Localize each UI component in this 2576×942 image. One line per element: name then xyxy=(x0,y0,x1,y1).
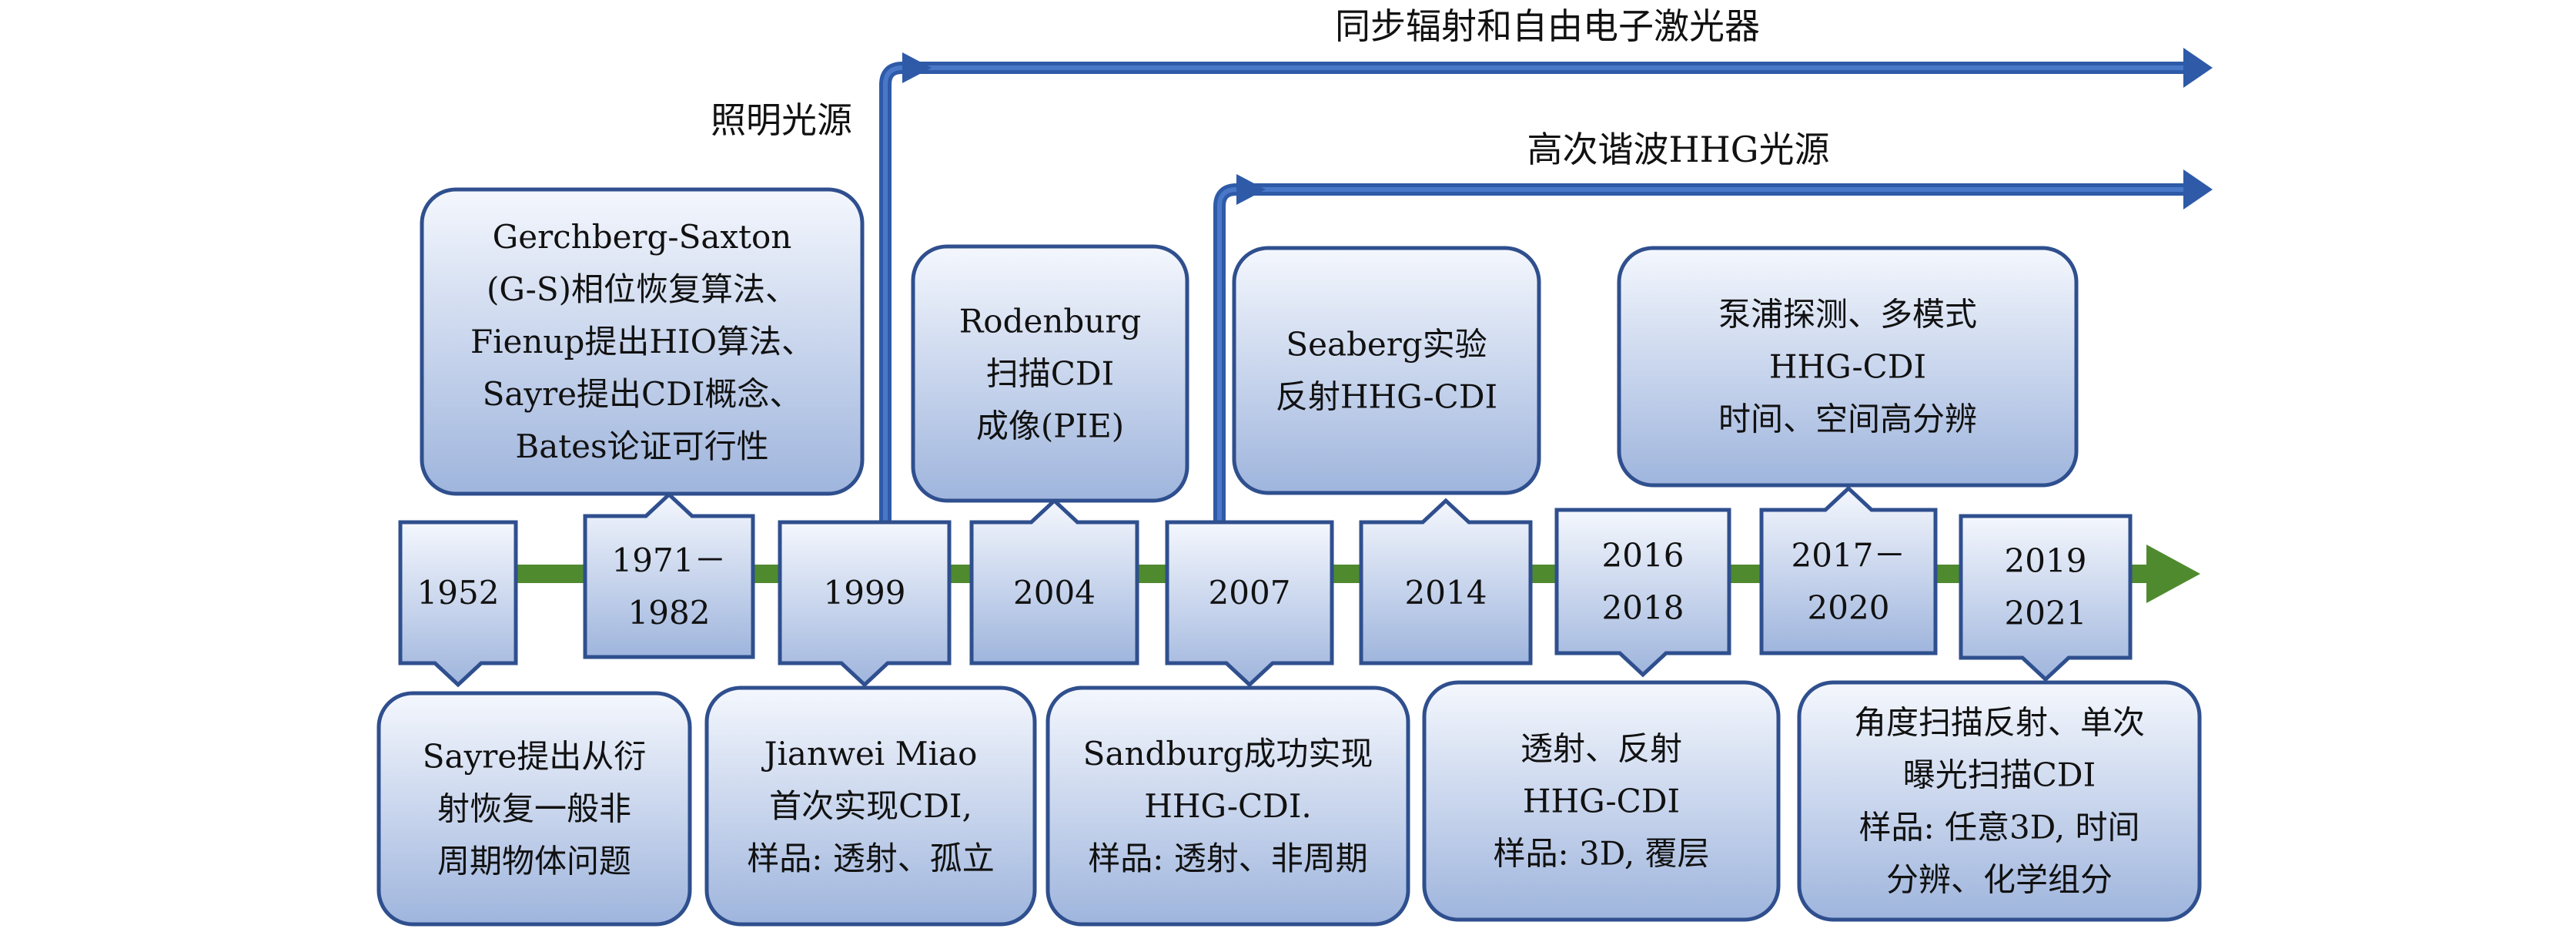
top-event-line: 时间、空间高分辨 xyxy=(1718,401,1977,438)
year-box-shape xyxy=(1165,520,1334,688)
year-box: 1952 xyxy=(398,520,518,688)
bottom-event-line: HHG-CDI xyxy=(1523,783,1680,820)
bottom-event-line: Sandburg成功实现 xyxy=(1083,735,1373,773)
year-box-shape xyxy=(1959,514,2133,682)
top-event-line: 扫描CDI xyxy=(986,355,1114,393)
track-hhg-start-arrow xyxy=(1236,174,1266,205)
illumination-source-label: 照明光源 xyxy=(711,99,852,141)
year-box-shape xyxy=(778,520,952,688)
track-hhg-highlight xyxy=(1217,187,2189,534)
year-box-shape xyxy=(398,520,518,688)
top-event-line: 泵浦探测、多模式 xyxy=(1718,296,1977,334)
year-box-line: 2021 xyxy=(2005,595,2087,632)
track-synchrotron-label: 同步辐射和自由电子激光器 xyxy=(1335,5,1760,47)
track-synchrotron-highlight xyxy=(883,65,2189,534)
bottom-event-box: 透射、反射 HHG-CDI 样品: 3D, 覆层 xyxy=(1422,680,1781,922)
bottom-event-line: 射恢复一般非 xyxy=(437,790,631,828)
year-box: 2007 xyxy=(1165,520,1334,688)
year-box-line: 2017－ xyxy=(1791,537,1906,575)
bottom-event-line: 分辨、化学组分 xyxy=(1886,861,2113,899)
year-box-shape xyxy=(583,491,755,659)
bottom-event-line: Jianwei Miao xyxy=(761,735,978,773)
track-synchrotron-start-arrow xyxy=(902,52,932,83)
year-box: 2014 xyxy=(1359,498,1533,665)
top-event-shape xyxy=(1232,246,1541,495)
bottom-event-line: 样品: 透射、孤立 xyxy=(747,840,995,877)
track-hhg-arrowhead xyxy=(2183,169,2213,210)
year-box-line: 1971－ xyxy=(612,541,727,579)
bottom-event-shape xyxy=(376,691,692,927)
top-event-line: HHG-CDI xyxy=(1769,348,1926,386)
year-box-line: 1999 xyxy=(824,574,906,612)
bottom-event-line: 首次实现CDI, xyxy=(769,787,972,825)
year-box-line: 2004 xyxy=(1013,574,1096,612)
top-event-boxes: Gerchberg-Saxton (G-S)相位恢复算法、 Fienup提出HIO算… xyxy=(420,187,2079,503)
bottom-event-shape xyxy=(1422,680,1781,922)
top-event-line: 成像(PIE) xyxy=(976,407,1124,445)
top-event-box: 泵浦探测、多模式 HHG-CDI 时间、空间高分辨 xyxy=(1617,246,2079,488)
bottom-event-box: Sandburg成功实现 HHG-CDI. 样品: 透射、非周期 xyxy=(1045,686,1410,927)
top-event-shape xyxy=(1617,246,2079,488)
year-box-line: 2019 xyxy=(2005,542,2087,580)
year-box: 2019 2021 xyxy=(1959,514,2133,682)
top-event-box: Rodenburg 扫描CDI 成像(PIE) xyxy=(911,244,1189,503)
year-box: 1971－ 1982 xyxy=(583,491,755,659)
year-box-line: 2016 xyxy=(1602,537,1684,575)
top-event-line: (G-S)相位恢复算法、 xyxy=(487,270,798,308)
top-event-line: Gerchberg-Saxton xyxy=(493,218,792,256)
top-event-line: 反射HHG-CDI xyxy=(1276,378,1497,416)
bottom-event-line: 样品: 透射、非周期 xyxy=(1088,840,1368,877)
bottom-event-shape xyxy=(1045,686,1410,927)
year-box-line: 2007 xyxy=(1209,574,1291,612)
year-box-shape xyxy=(1359,498,1533,665)
track-synchrotron-arrowhead xyxy=(2183,48,2213,88)
bottom-event-line: HHG-CDI. xyxy=(1144,787,1312,825)
top-event-shape xyxy=(911,244,1189,503)
year-box-shape xyxy=(1759,485,1938,655)
top-event-line: Bates论证可行性 xyxy=(515,427,768,465)
top-event-line: Sayre提出CDI概念、 xyxy=(483,375,802,413)
bottom-event-line: 样品: 3D, 覆层 xyxy=(1493,835,1709,873)
bottom-event-line: 角度扫描反射、单次 xyxy=(1854,704,2145,742)
bottom-event-line: 周期物体问题 xyxy=(437,843,631,880)
top-event-shape xyxy=(420,187,865,496)
year-box-line: 1952 xyxy=(417,574,500,612)
year-box: 2016 2018 xyxy=(1554,508,1731,678)
bottom-event-line: 曝光扫描CDI xyxy=(1903,756,2096,794)
bottom-event-line: 样品: 任意3D, 时间 xyxy=(1858,809,2139,846)
year-box-line: 2018 xyxy=(1602,589,1684,627)
year-box-line: 2014 xyxy=(1405,574,1487,612)
bottom-event-shape xyxy=(1797,680,2202,922)
bottom-event-box: Jianwei Miao 首次实现CDI, 样品: 透射、孤立 xyxy=(704,686,1037,927)
top-event-line: Fienup提出HIO算法、 xyxy=(470,323,814,360)
year-box-shape xyxy=(1554,508,1731,678)
year-box: 2017－ 2020 xyxy=(1759,485,1938,655)
top-event-box: Gerchberg-Saxton (G-S)相位恢复算法、 Fienup提出HIO算… xyxy=(420,187,865,496)
track-hhg: 高次谐波HHG光源 xyxy=(1213,129,2213,538)
top-event-line: Rodenburg xyxy=(959,303,1142,340)
year-box: 1999 xyxy=(778,520,952,688)
year-box: 2004 xyxy=(969,498,1139,665)
bottom-event-line: Sayre提出从衍 xyxy=(423,738,646,776)
bottom-event-line: 透射、反射 xyxy=(1521,730,1682,768)
year-box-line: 1982 xyxy=(628,594,711,632)
bottom-event-shape xyxy=(704,686,1037,927)
top-event-line: Seaberg实验 xyxy=(1286,326,1487,364)
year-box-line: 2020 xyxy=(1808,589,1890,627)
track-synchrotron: 同步辐射和自由电子激光器 xyxy=(879,5,2213,538)
timeline-arrowhead xyxy=(2146,545,2200,603)
year-box-shape xyxy=(969,498,1139,665)
track-hhg-label: 高次谐波HHG光源 xyxy=(1527,129,1830,170)
